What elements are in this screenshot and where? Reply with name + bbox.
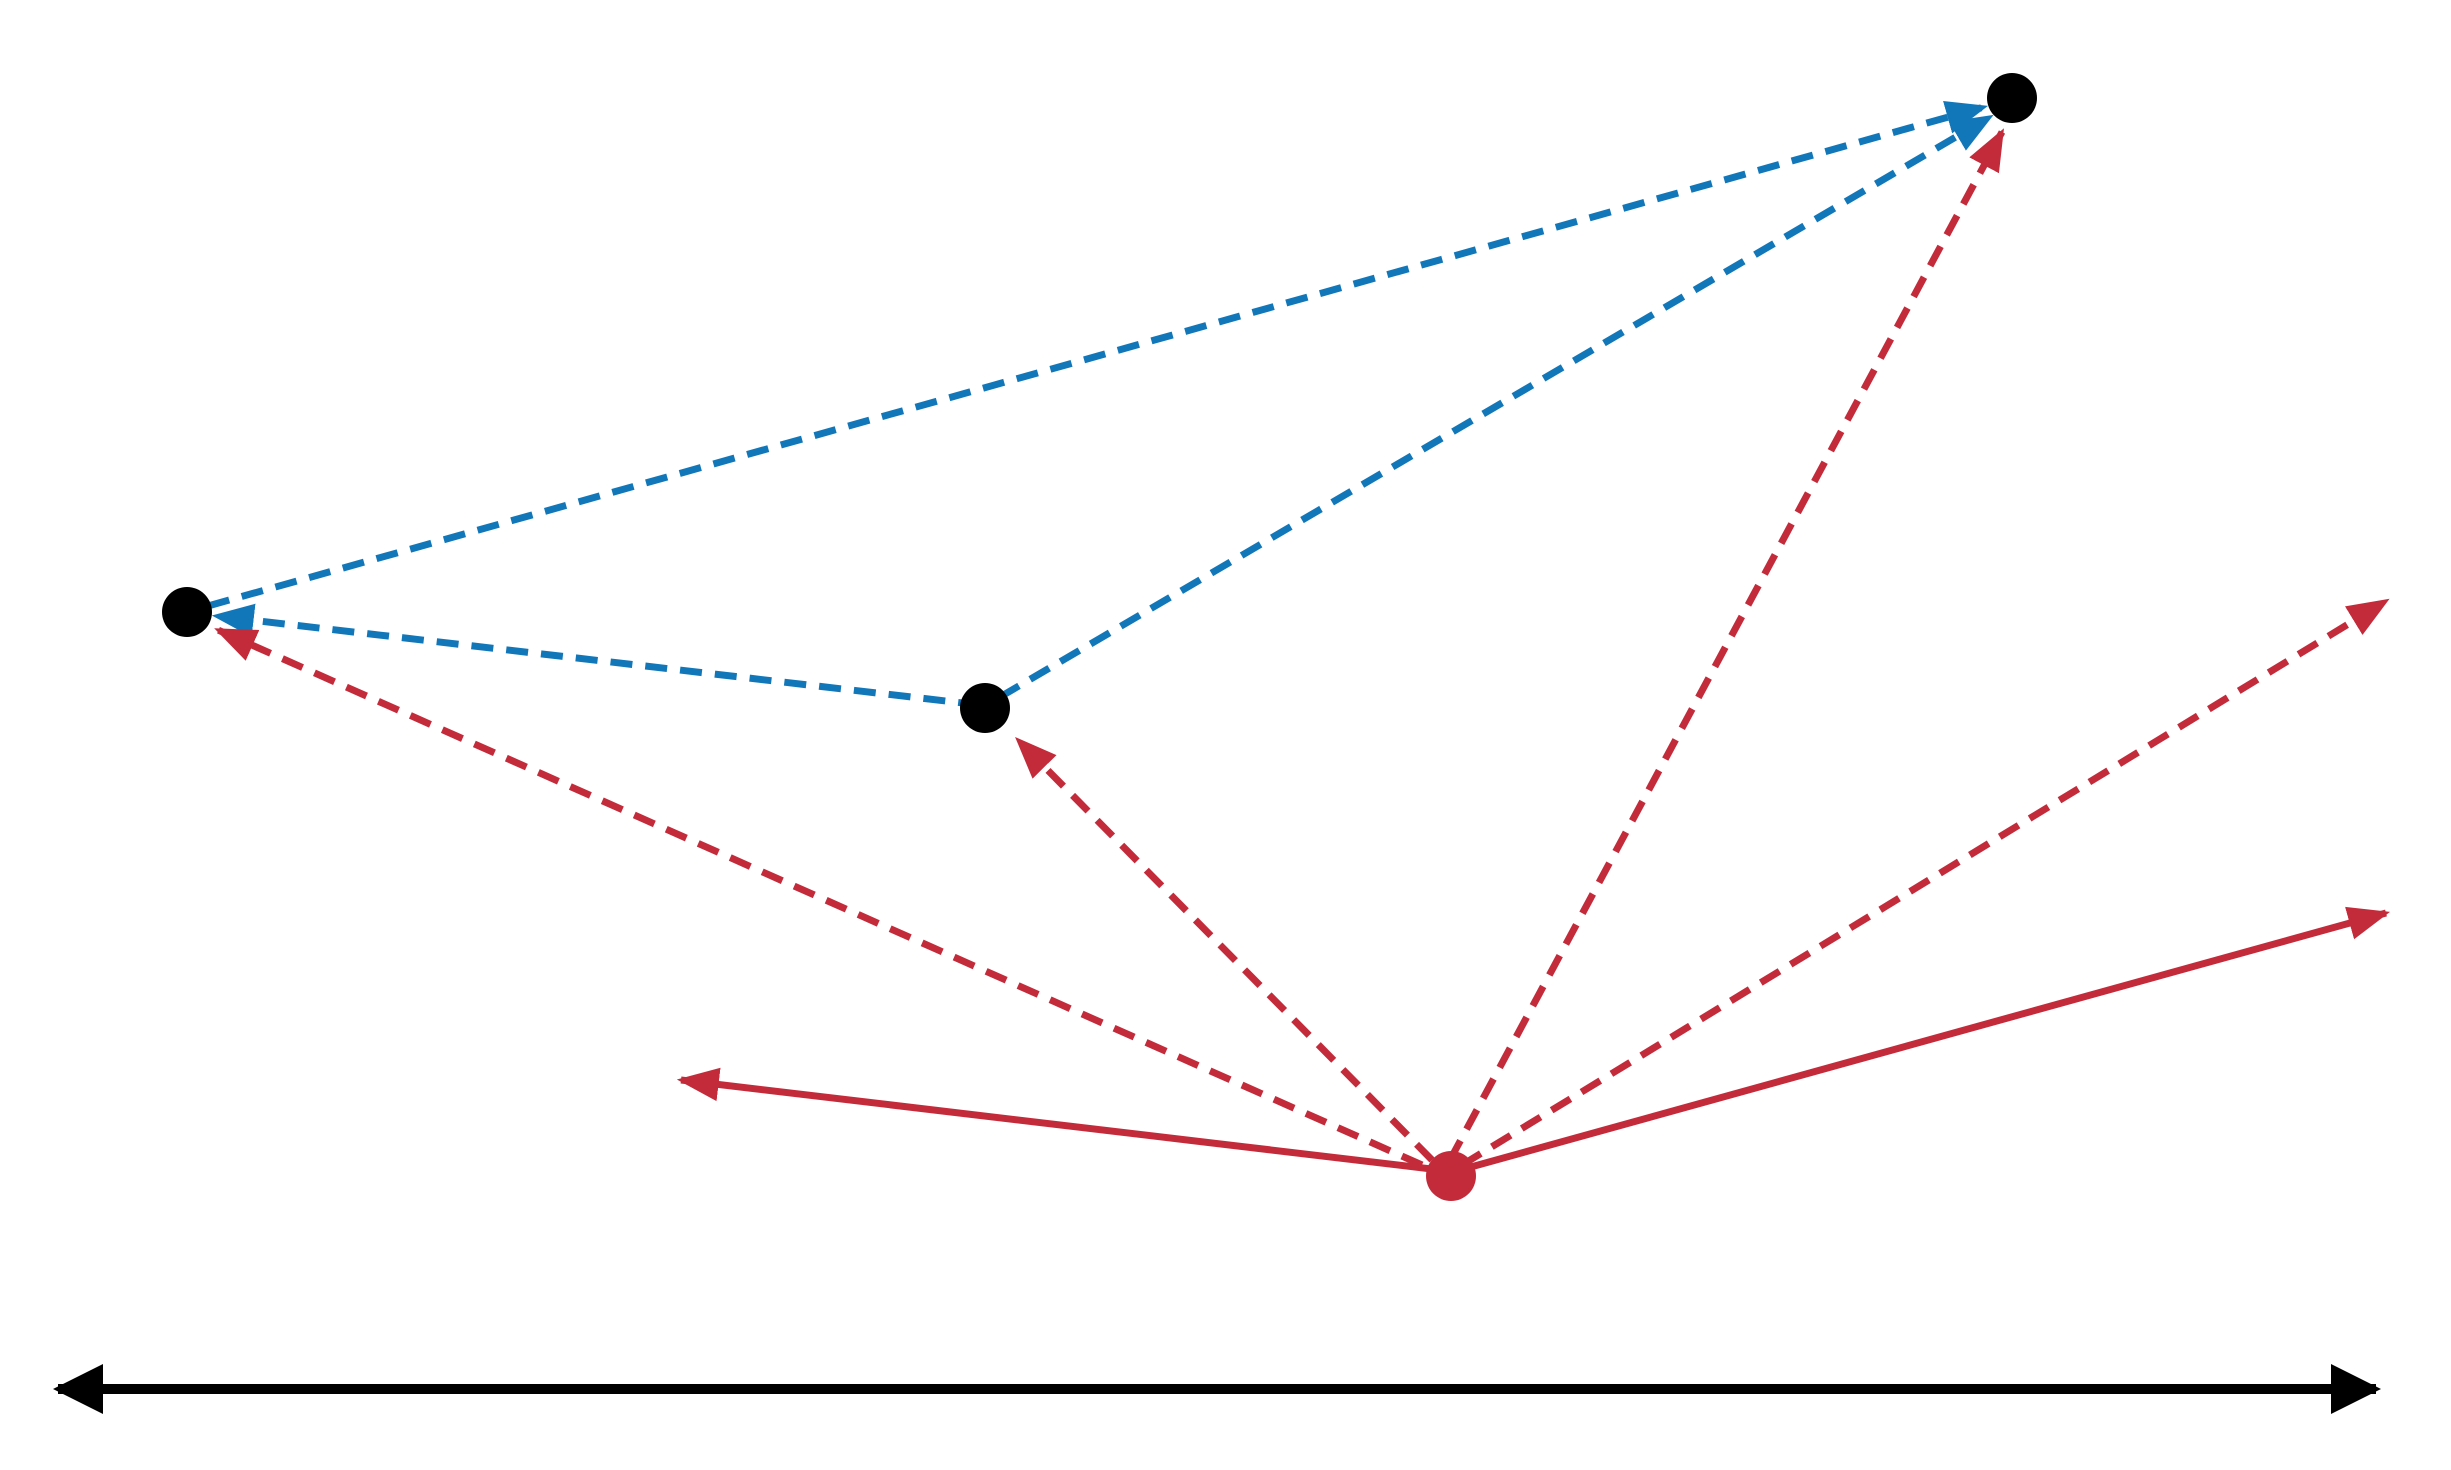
red-solid-right-arrow <box>1459 906 2391 1174</box>
blue-dashed-left-to-top-right-arrow <box>207 101 1989 610</box>
blue-dashed-middle-to-top-right-arrow <box>998 113 1994 701</box>
node-left <box>162 587 212 637</box>
red-dashed-to-middle-arrow <box>1015 737 1435 1163</box>
node-top-right <box>1987 73 2037 123</box>
blue-dashed-middle-to-left-arrow <box>211 603 981 709</box>
red-solid-left-arrow <box>676 1067 1441 1174</box>
red-dashed-to-right-arrow <box>1460 598 2390 1168</box>
red-dashed-to-top-right-arrow <box>1446 128 2006 1162</box>
red-dashed-to-left-arrow <box>214 626 1424 1169</box>
node-middle <box>960 683 1010 733</box>
node-source <box>1426 1151 1476 1201</box>
